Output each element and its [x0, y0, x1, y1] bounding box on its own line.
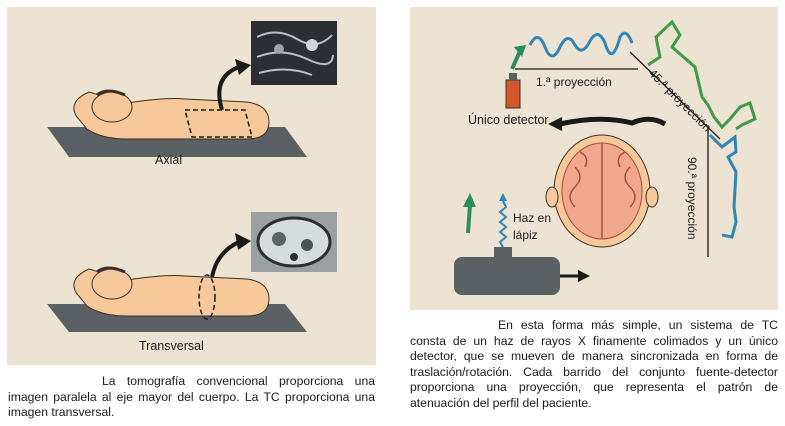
label-beam-line1: Haz en	[513, 211, 551, 225]
transversal-illustration	[47, 212, 337, 332]
axial-illustration	[47, 21, 337, 157]
right-caption-text: En esta forma más simple, un sistema de …	[410, 318, 778, 410]
translation-arrow	[559, 116, 667, 127]
axial-patient-head	[91, 91, 133, 123]
transversal-scan-plane	[198, 274, 216, 320]
pencil-beam	[498, 200, 508, 248]
projection-45-axis	[629, 51, 721, 140]
detector-direction-arrow	[510, 50, 522, 70]
patient-illustrations: Axial Transversal	[47, 21, 337, 353]
projection-90-profile	[708, 133, 738, 239]
projection-45-profile	[647, 19, 757, 131]
single-detector	[505, 79, 521, 109]
label-beam-line2: lápiz	[513, 228, 538, 242]
label-detector: Único detector	[468, 112, 549, 127]
x-ray-tube	[454, 257, 560, 295]
ct-scan-diagram: 1.ª proyección 45.ª proyección 90.ª proy…	[454, 19, 757, 295]
left-caption: La tomografía convencional proporciona u…	[8, 374, 375, 421]
axial-arrow	[217, 65, 240, 111]
right-caption: En esta forma más simple, un sistema de …	[410, 318, 778, 411]
label-transversal: Transversal	[139, 339, 204, 353]
transversal-patient-head	[91, 268, 133, 300]
projection-1-profile	[528, 31, 634, 58]
right-figure-panel: 1.ª proyección 45.ª proyección 90.ª proy…	[410, 7, 778, 310]
axial-scan-plane	[184, 109, 253, 138]
label-axial: Axial	[155, 153, 182, 167]
left-figure-panel: Axial Transversal	[7, 7, 376, 365]
label-projection-90: 90.ª proyección	[685, 157, 699, 240]
transversal-arrow	[210, 240, 240, 278]
label-projection-1: 1.ª proyección	[536, 75, 612, 89]
axial-image-thumbnail	[251, 21, 337, 85]
left-caption-text: La tomografía convencional proporciona u…	[8, 374, 375, 419]
tube-direction-arrow	[466, 204, 472, 234]
